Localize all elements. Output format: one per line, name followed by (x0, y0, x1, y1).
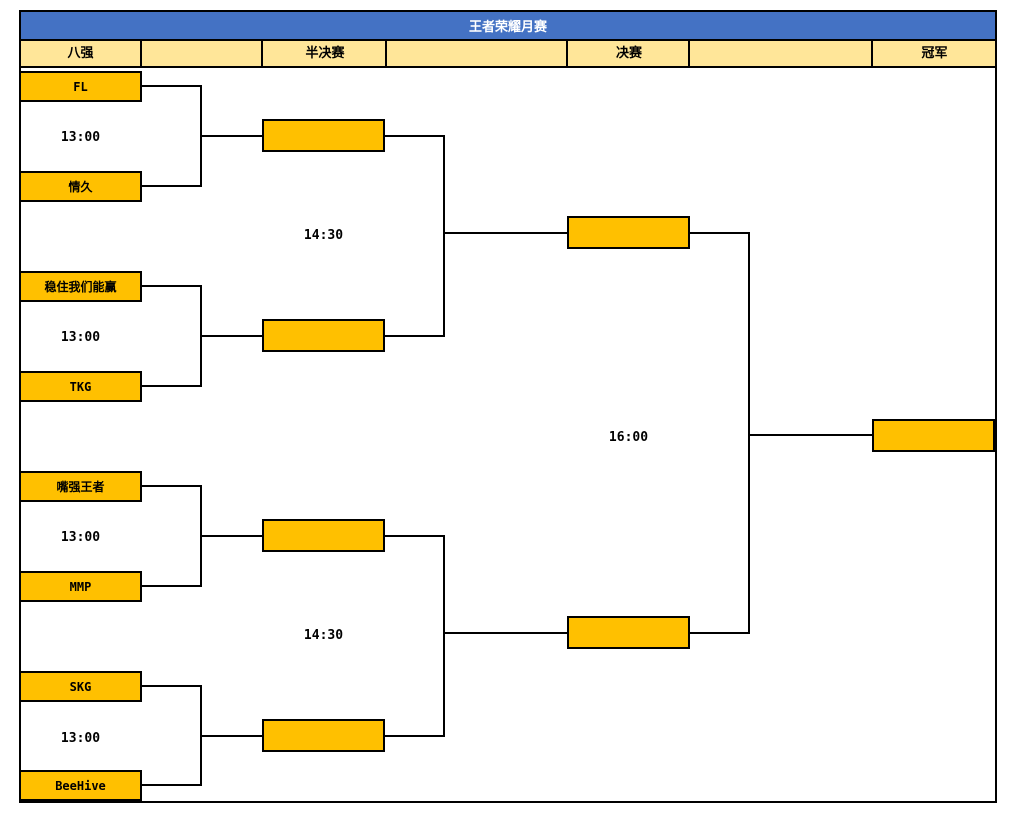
connector-line (142, 85, 202, 87)
semifinal1-winner-slot[interactable] (262, 119, 385, 152)
semifinal2-winner-slot-2[interactable] (262, 719, 385, 752)
connector-line (748, 434, 872, 436)
header-separator (385, 39, 387, 68)
tournament-title-bar: 王者荣耀月赛 (19, 10, 997, 41)
header-champion: 冠军 (921, 46, 948, 61)
header-quarterfinals: 八强 (67, 46, 94, 61)
semifinal2-winner-slot[interactable] (262, 519, 385, 552)
qf1-time: 13:00 (60, 129, 101, 145)
team-slot-qingjiu[interactable]: 情久 (19, 171, 142, 202)
connector-line (748, 232, 750, 634)
header-semifinals: 半决赛 (305, 46, 345, 61)
bracket-area (19, 66, 997, 803)
round-header-row (19, 39, 997, 68)
champion-slot[interactable] (872, 419, 995, 452)
qf2-time: 13:00 (60, 329, 101, 345)
connector-line (690, 632, 750, 634)
connector-line (142, 585, 202, 587)
team-slot-wenzhu[interactable]: 稳住我们能赢 (19, 271, 142, 302)
team-slot-mmp[interactable]: MMP (19, 571, 142, 602)
header-finals: 决赛 (615, 46, 642, 61)
sf1-time: 14:30 (303, 227, 344, 243)
team-slot-beehive[interactable]: BeeHive (19, 770, 142, 801)
qf4-time: 13:00 (60, 730, 101, 746)
connector-line (443, 632, 567, 634)
connector-line (200, 735, 262, 737)
connector-line (200, 535, 262, 537)
final-slot-upper[interactable] (567, 216, 690, 249)
connector-line (385, 135, 445, 137)
header-separator (688, 39, 690, 68)
qf3-time: 13:00 (60, 529, 101, 545)
connector-line (142, 285, 202, 287)
header-separator (261, 39, 263, 68)
connector-line (142, 185, 202, 187)
connector-line (142, 485, 202, 487)
connector-line (385, 335, 445, 337)
header-separator (871, 39, 873, 68)
connector-line (200, 135, 262, 137)
connector-line (443, 232, 567, 234)
team-slot-fl[interactable]: FL (19, 71, 142, 102)
team-slot-tkg[interactable]: TKG (19, 371, 142, 402)
connector-line (200, 335, 262, 337)
connector-line (690, 232, 750, 234)
connector-line (142, 784, 202, 786)
team-slot-skg[interactable]: SKG (19, 671, 142, 702)
connector-line (385, 535, 445, 537)
connector-line (443, 135, 445, 337)
connector-line (142, 385, 202, 387)
connector-line (443, 535, 445, 737)
tournament-title: 王者荣耀月赛 (468, 20, 547, 35)
sf2-time: 14:30 (303, 627, 344, 643)
final-slot-lower[interactable] (567, 616, 690, 649)
header-separator (566, 39, 568, 68)
header-separator (140, 39, 142, 68)
semifinal1-winner-slot-2[interactable] (262, 319, 385, 352)
team-slot-zuiqiang[interactable]: 嘴强王者 (19, 471, 142, 502)
connector-line (385, 735, 445, 737)
connector-line (142, 685, 202, 687)
final-time: 16:00 (608, 429, 649, 445)
